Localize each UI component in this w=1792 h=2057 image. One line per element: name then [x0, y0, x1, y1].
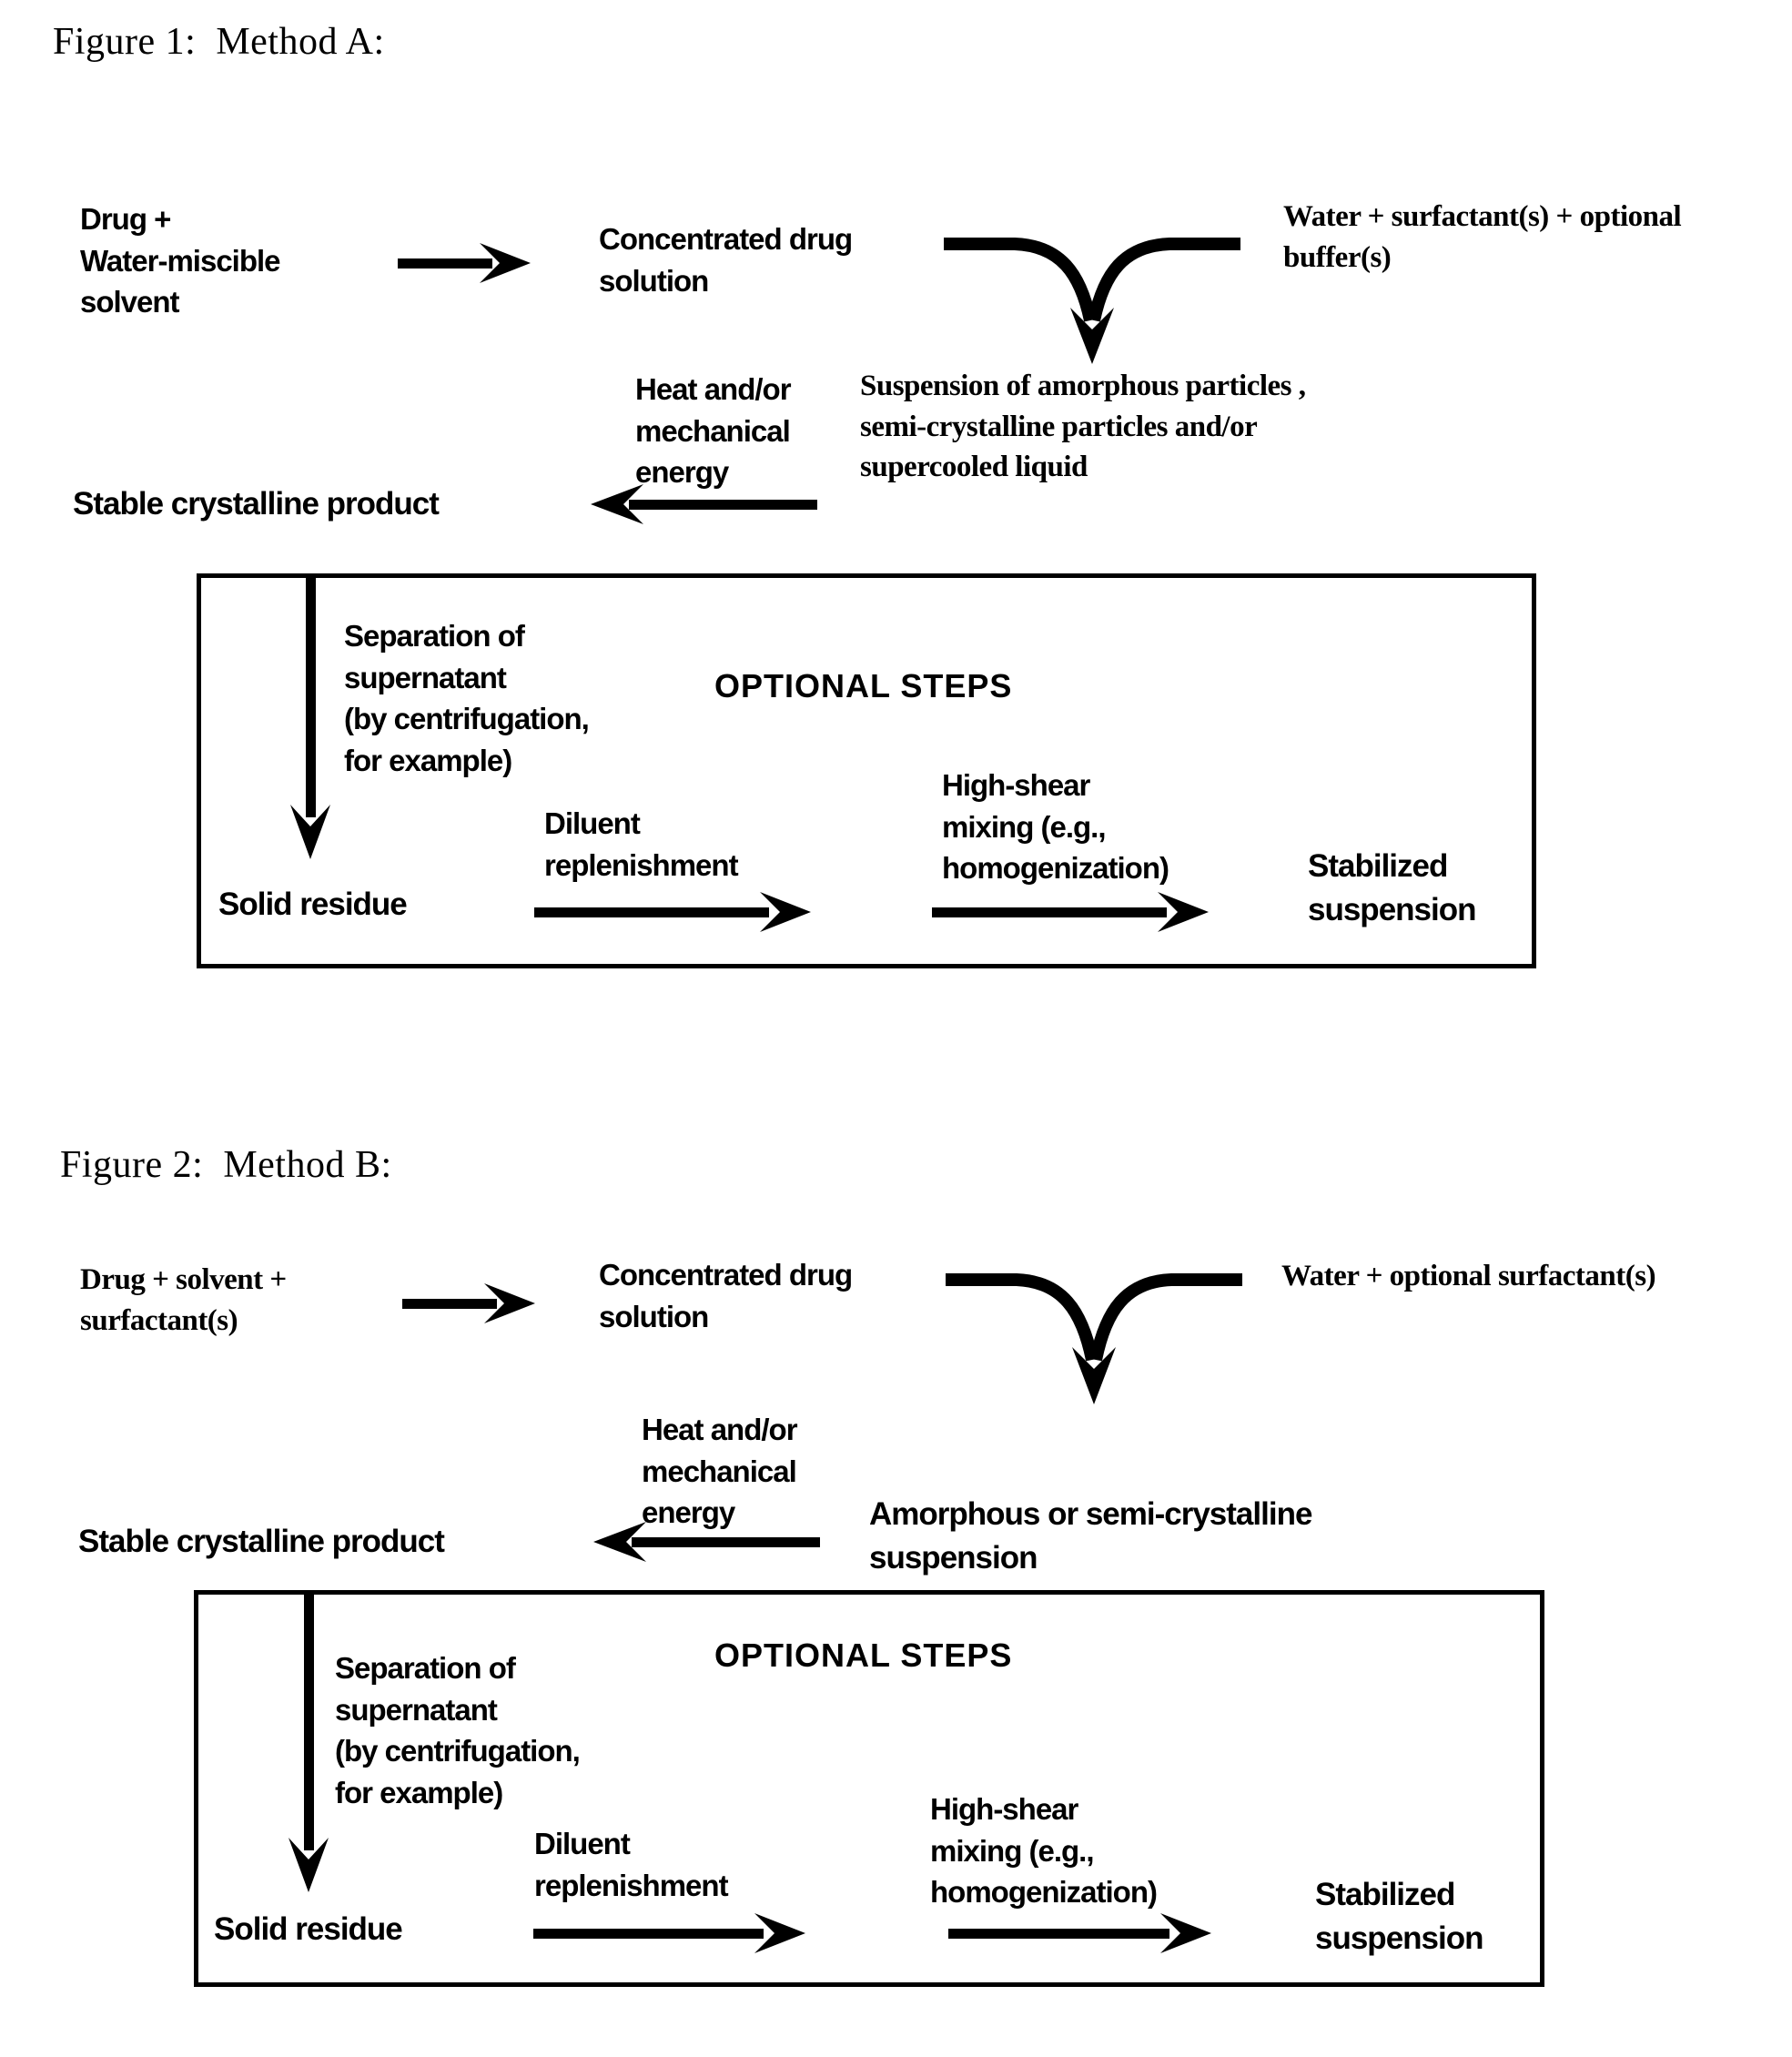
figure1-diluent-label: Diluent replenishment — [544, 806, 739, 882]
figure1-drug-input-label: Drug + Water-miscible solvent — [80, 202, 281, 319]
flow-arrow-left-icon — [593, 1522, 820, 1562]
figure1-stabilized-suspension-label: Stabilized suspension — [1308, 848, 1476, 928]
figure1-concentrated-solution-label: Concentrated drug solution — [599, 222, 853, 298]
figure1-title: Figure 1: Method A: — [53, 21, 385, 63]
merge-arrow-icon — [944, 238, 1240, 364]
flow-arrow-down-icon — [290, 577, 330, 859]
figure2-title: Figure 2: Method B: — [60, 1144, 392, 1186]
figure2-product-label: Stable crystalline product — [78, 1524, 445, 1559]
figure2-aqueous-input-label: Water + optional surfactant(s) — [1281, 1260, 1656, 1292]
figure2-concentrated-solution-label: Concentrated drug solution — [599, 1258, 853, 1333]
flow-arrow-right-icon — [948, 1913, 1211, 1953]
flow-arrow-right-icon — [534, 892, 811, 932]
flow-arrow-right-icon — [402, 1283, 535, 1323]
figure2-energy-label: Heat and/or mechanical energy — [642, 1413, 798, 1530]
flow-arrow-down-icon — [289, 1594, 329, 1892]
figure1-optional-steps-header: OPTIONAL STEPS — [714, 667, 1013, 704]
flow-arrow-left-icon — [591, 484, 817, 524]
figure2-high-shear-label: High-shear mixing (e.g., homogenization) — [930, 1792, 1158, 1910]
figure1-product-label: Stable crystalline product — [73, 486, 440, 522]
figure1-high-shear-label: High-shear mixing (e.g., homogenization) — [942, 768, 1169, 886]
figure2-optional-steps-box — [194, 1590, 1544, 1987]
figure2-optional-steps-header: OPTIONAL STEPS — [714, 1636, 1013, 1674]
figure1-aqueous-input-label: Water + surfactant(s) + optional buffer(… — [1283, 200, 1682, 274]
figure1-separation-label: Separation of supernatant (by centrifuga… — [344, 619, 590, 777]
merge-arrow-icon — [946, 1273, 1242, 1404]
figure1-solid-residue-label: Solid residue — [218, 887, 408, 922]
figure2-separation-label: Separation of supernatant (by centrifuga… — [335, 1651, 581, 1809]
figure2-stabilized-suspension-label: Stabilized suspension — [1315, 1877, 1483, 1957]
figure1-optional-steps-box — [197, 573, 1536, 968]
figure2-diluent-label: Diluent replenishment — [534, 1827, 729, 1902]
flow-arrow-right-icon — [932, 892, 1209, 932]
flow-arrow-right-icon — [533, 1913, 805, 1953]
figure2-intermediate-label: Amorphous or semi-crystalline suspension — [869, 1496, 1312, 1576]
figure1-intermediate-label: Suspension of amorphous particles , semi… — [860, 370, 1306, 484]
figure2-drug-input-label: Drug + solvent + surfactant(s) — [80, 1263, 287, 1337]
figure2-solid-residue-label: Solid residue — [214, 1911, 403, 1947]
figure1-energy-label: Heat and/or mechanical energy — [635, 372, 792, 490]
flow-arrow-right-icon — [398, 243, 531, 283]
